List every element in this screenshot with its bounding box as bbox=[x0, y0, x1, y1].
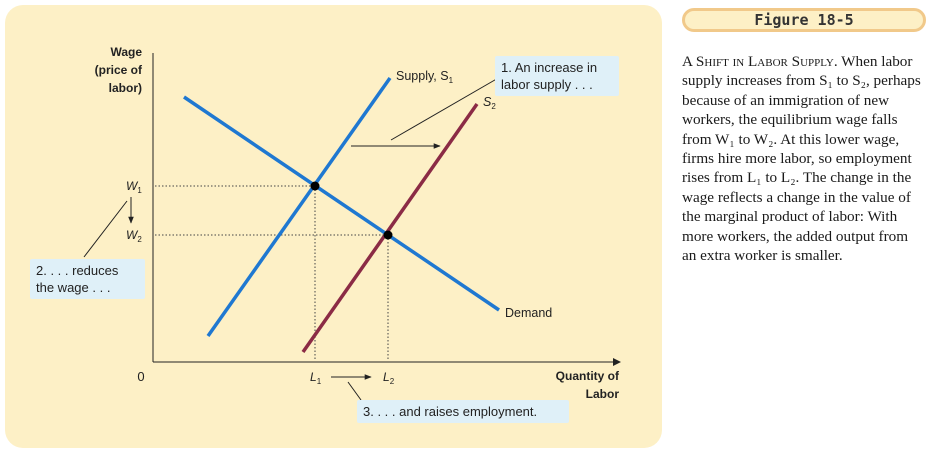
equilibrium-point-2 bbox=[383, 230, 393, 240]
supply2-curve bbox=[301, 102, 479, 354]
demand-label: Demand bbox=[505, 306, 552, 320]
callout-supply-line2: labor supply . . . bbox=[501, 77, 593, 92]
labor-supply-diagram: Wage (price of labor) Quantity of Labor … bbox=[83, 45, 621, 401]
callout-supply-line1: 1. An increase in bbox=[501, 60, 598, 75]
w1-tick-label: W1 bbox=[126, 179, 142, 195]
l1-tick-label: L1 bbox=[310, 370, 322, 386]
figure-panel: Wage (price of labor) Quantity of Labor … bbox=[5, 5, 662, 448]
x-axis-arrowhead bbox=[613, 358, 621, 366]
caption-body: When labor supply increases from S₁ to S… bbox=[682, 53, 921, 265]
caption-title: A Shift in Labor Supply. bbox=[682, 53, 838, 70]
equilibrium-point-1 bbox=[310, 181, 320, 191]
y-axis-label-1: Wage bbox=[110, 45, 142, 59]
figure-caption: A Shift in Labor Supply. When labor supp… bbox=[682, 52, 926, 265]
callout-wage-line1: 2. . . . reduces bbox=[36, 263, 119, 278]
callout-employment: 3. . . . and raises employment. bbox=[357, 400, 569, 423]
callout3-leader bbox=[347, 381, 362, 401]
y-axis-label-3: labor) bbox=[109, 81, 142, 95]
supply1-curve bbox=[206, 76, 392, 338]
l2-tick-label: L2 bbox=[383, 370, 395, 386]
origin-label: 0 bbox=[137, 369, 144, 384]
callout-wage-line2: the wage . . . bbox=[36, 280, 111, 295]
supply2-label: S2 bbox=[483, 95, 496, 111]
x-axis-label-2: Labor bbox=[586, 387, 620, 401]
callout1-leader bbox=[390, 76, 501, 141]
callout-wage-reduce: 2. . . . reduces the wage . . . bbox=[30, 259, 145, 299]
callout2-leader bbox=[83, 200, 128, 258]
y-axis-label-2: (price of bbox=[95, 63, 143, 77]
callout-employment-text: 3. . . . and raises employment. bbox=[363, 404, 538, 419]
callout-supply-increase: 1. An increase in labor supply . . . bbox=[495, 56, 619, 96]
x-axis-label-1: Quantity of bbox=[556, 369, 620, 383]
figure-label: Figure 18-5 bbox=[682, 8, 926, 32]
supply1-label: Supply, S1 bbox=[396, 69, 454, 85]
demand-curve bbox=[183, 95, 500, 312]
w2-tick-label: W2 bbox=[126, 228, 142, 244]
